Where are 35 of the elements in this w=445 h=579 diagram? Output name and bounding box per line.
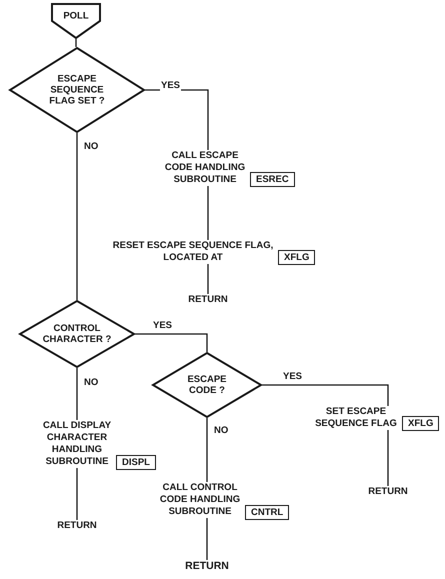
connector-line: [76, 133, 78, 300]
connector-line: [135, 333, 208, 352]
connector-line: [76, 368, 78, 420]
connector-line: [262, 384, 389, 406]
process-step-text: CALL ESCAPE CODE HANDLING SUBROUTINE: [163, 150, 247, 186]
decision-question: CONTROL CHARACTER ?: [42, 323, 112, 345]
process-step-text: RETURN: [363, 486, 413, 498]
connector-line: [76, 468, 78, 520]
connector-line: [206, 418, 208, 482]
decision-question: ESCAPE CODE ?: [186, 374, 228, 396]
process-step-text: RETURN: [182, 560, 232, 572]
subroutine-name: ESREC: [250, 172, 295, 187]
decision-question: ESCAPE SEQUENCE FLAG SET ?: [48, 74, 106, 106]
edge-label: NO: [83, 377, 100, 388]
process-step-text: CALL DISPLAY CHARACTER HANDLING SUBROUTINE: [41, 420, 113, 468]
connector-label: POLL: [62, 10, 90, 22]
process-step-text: RETURN: [52, 520, 102, 532]
connector-line: [206, 518, 208, 560]
connector-line: [145, 89, 209, 150]
edge-label: YES: [152, 320, 174, 331]
connector-line: [387, 430, 389, 486]
process-step-text: RETURN: [183, 294, 233, 306]
process-step-text: SET ESCAPE SEQUENCE FLAG: [315, 406, 397, 430]
edge-label: NO: [213, 425, 230, 436]
subroutine-name: DISPL: [116, 455, 156, 470]
subroutine-name: XFLG: [402, 416, 440, 431]
edge-label: NO: [83, 141, 100, 152]
subroutine-name: XFLG: [278, 250, 316, 265]
subroutine-name: CNTRL: [245, 505, 290, 520]
connector-line: [207, 186, 209, 240]
edge-label: YES: [160, 80, 182, 91]
process-step-text: RESET ESCAPE SEQUENCE FLAG, LOCATED AT: [111, 240, 275, 264]
edge-label: YES: [282, 371, 304, 382]
connector-line: [207, 264, 209, 294]
process-step-text: CALL CONTROL CODE HANDLING SUBROUTINE: [158, 482, 242, 518]
